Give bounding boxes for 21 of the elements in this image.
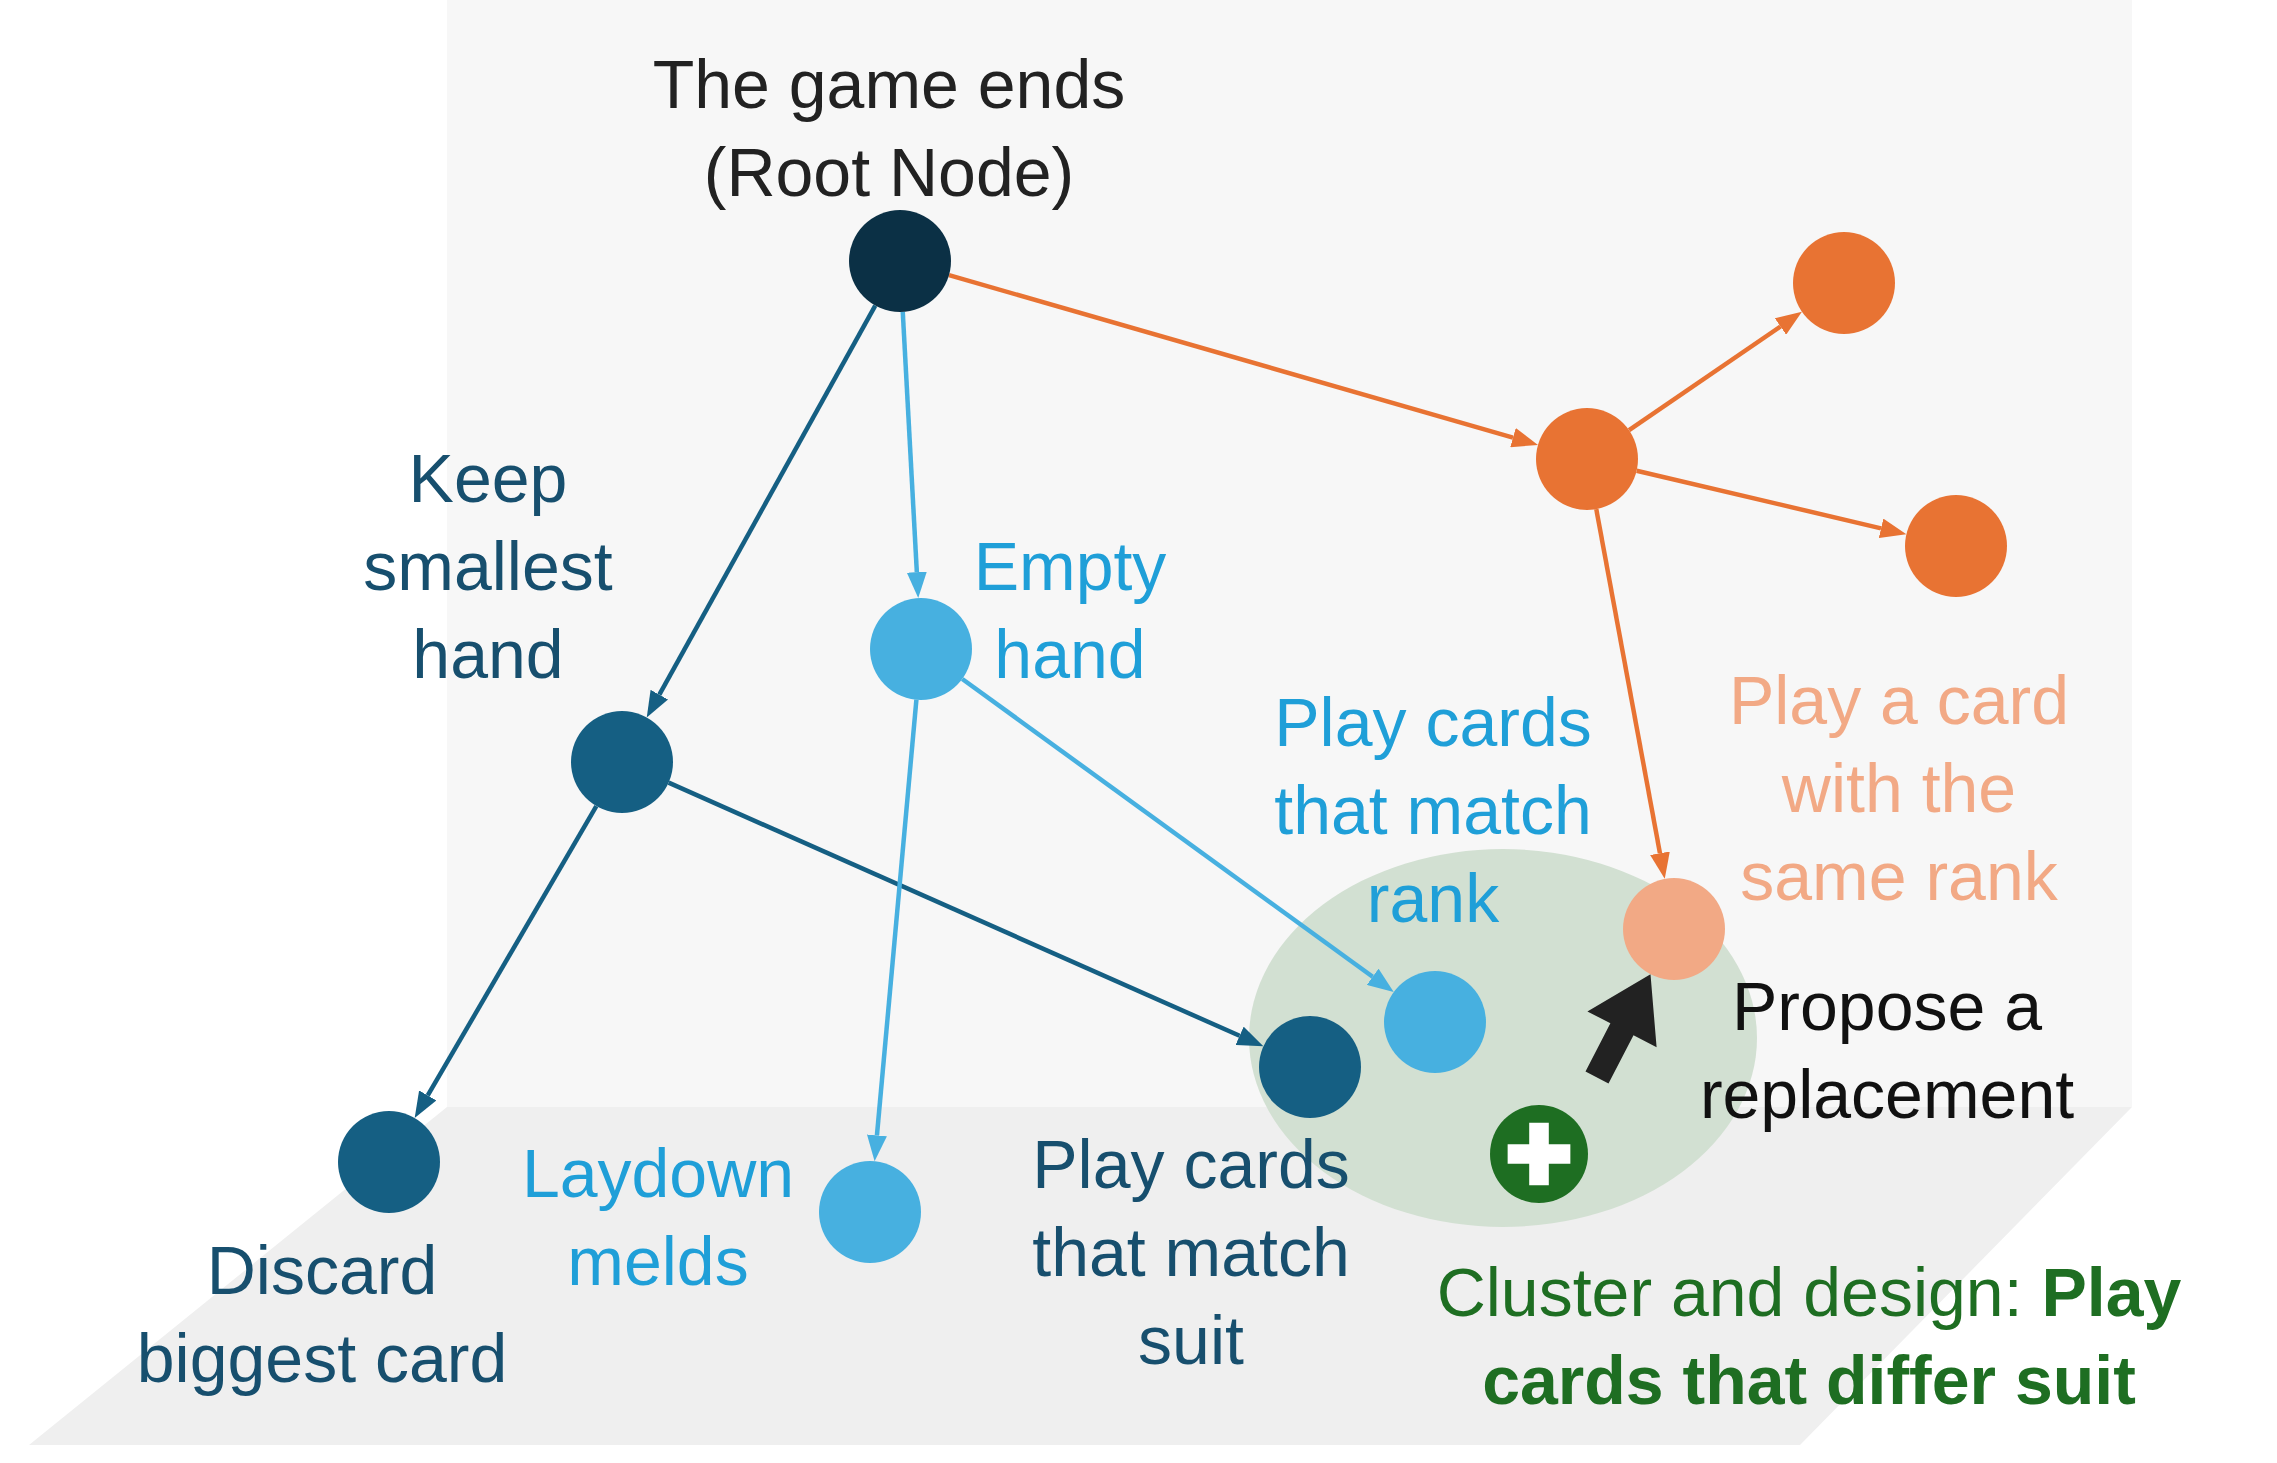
node-label: Cluster and design: Play cards that differ suit xyxy=(1435,1253,2183,1420)
node-label: Keep smallest hand xyxy=(362,439,614,694)
node-label: Discard biggest card xyxy=(135,1231,509,1398)
arrow xyxy=(1594,508,1670,879)
arrow xyxy=(867,699,919,1162)
thick-arrow xyxy=(1585,974,1657,1084)
node-label: Laydown melds xyxy=(520,1134,796,1301)
arrow xyxy=(646,304,878,718)
arrow xyxy=(667,780,1264,1047)
node-text: Propose a replacement xyxy=(1698,967,2076,1134)
arrow xyxy=(948,272,1538,448)
node-label: Play cards that match rank xyxy=(1273,683,1593,938)
node-label: The game ends (Root Node) xyxy=(651,45,1127,212)
arrow xyxy=(1636,468,1907,539)
arrow xyxy=(1627,311,1802,433)
node-label: Play a card with the same rank xyxy=(1727,661,2071,916)
node-label: Play cards that match suit xyxy=(1031,1125,1351,1380)
node-label: Empty hand xyxy=(972,527,1168,694)
arrow xyxy=(414,804,599,1118)
arrow xyxy=(900,311,927,599)
arrow xyxy=(960,677,1394,993)
